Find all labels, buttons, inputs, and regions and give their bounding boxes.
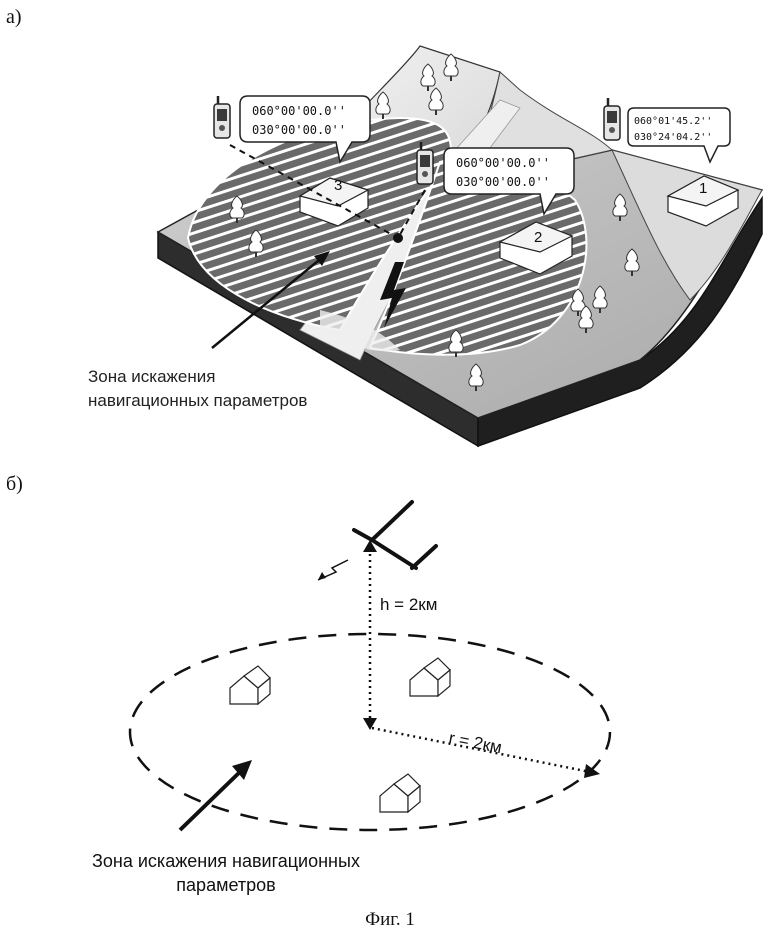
coordinate-bubble-right: 060°01'45.2'' 030°24'04.2''	[627, 107, 731, 164]
distortion-zone-hatched	[186, 116, 588, 356]
bubble-center-line2: 030°00'00.0''	[456, 175, 550, 189]
zone-pointer-b	[178, 760, 252, 832]
signal-lightning-icon	[317, 559, 349, 581]
zone-label-b-line2: параметров	[176, 875, 275, 895]
house-3-number: 3	[334, 177, 342, 194]
zone-label-a-line1: Зона искажения	[88, 367, 215, 386]
house-1: 1	[666, 175, 740, 227]
house-icon	[379, 773, 421, 814]
signal-links	[229, 144, 426, 243]
gps-device-icon	[212, 94, 232, 140]
bubble-left-line1: 060°00'00.0''	[252, 104, 346, 118]
height-arrow	[363, 540, 377, 730]
panel-b-label: б)	[6, 473, 23, 495]
transmitter-point	[393, 233, 403, 243]
radius-label: r = 2км	[447, 728, 503, 757]
house-1-number: 1	[699, 180, 707, 197]
radius-arrow	[371, 726, 600, 778]
zone-pointer-a	[211, 251, 330, 349]
coordinate-bubble-left: 060°00'00.0'' 030°00'00.0''	[239, 95, 371, 165]
bubble-right-line1: 060°01'45.2''	[634, 116, 712, 127]
house-2-number: 2	[534, 229, 542, 246]
lightning-icon	[380, 262, 406, 328]
aircraft-icon	[352, 500, 438, 570]
house-icon	[229, 665, 271, 706]
bubble-left-line2: 030°00'00.0''	[252, 123, 346, 137]
house-icon	[409, 657, 451, 698]
house-3: 3	[298, 177, 370, 227]
zone-label-b-line1: Зона искажения навигационных	[92, 851, 360, 871]
distortion-zone-ellipse	[128, 632, 612, 832]
zone-label-a-line2: навигационных параметров	[88, 391, 307, 410]
bubble-right-line2: 030°24'04.2''	[634, 132, 712, 143]
figure-caption: Фиг. 1	[365, 909, 415, 930]
bubble-center-line1: 060°00'00.0''	[456, 156, 550, 170]
panel-a-label: а)	[6, 6, 22, 28]
gps-device-icon	[602, 96, 622, 142]
height-label: h = 2км	[380, 595, 437, 614]
house-2: 2	[498, 221, 574, 275]
coordinate-bubble-center: 060°00'00.0'' 030°00'00.0''	[443, 147, 575, 217]
